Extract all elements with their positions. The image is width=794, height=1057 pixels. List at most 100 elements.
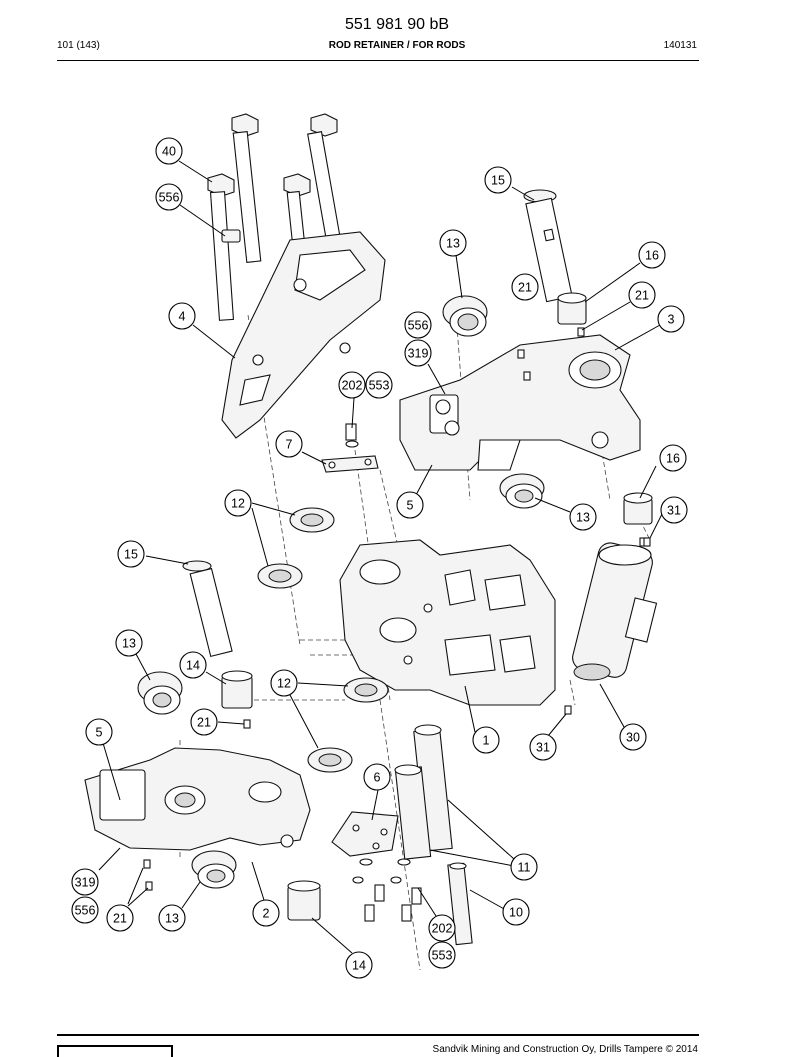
svg-text:40: 40 (162, 145, 176, 159)
svg-text:13: 13 (165, 912, 179, 926)
svg-text:556: 556 (408, 319, 429, 333)
callout-13: 13 (569, 503, 597, 531)
callout-553: 553 (365, 371, 393, 399)
middle-bushings-part-12 (307, 677, 389, 773)
lower-bearing-part-13 (191, 850, 237, 889)
svg-text:7: 7 (286, 438, 293, 452)
svg-text:10: 10 (509, 906, 523, 920)
svg-text:21: 21 (518, 281, 532, 295)
upper-bushing-part-16 (557, 292, 587, 325)
svg-text:13: 13 (576, 511, 590, 525)
rods-part-11-part-10 (394, 724, 473, 946)
svg-text:16: 16 (645, 249, 659, 263)
svg-text:15: 15 (124, 548, 138, 562)
bolt-set-40 (207, 113, 343, 321)
callout-1: 1 (472, 726, 500, 754)
callout-15: 15 (484, 166, 512, 194)
footer-rule (57, 1034, 699, 1036)
callout-21: 21 (106, 904, 134, 932)
callout-556: 556 (71, 896, 99, 924)
svg-text:553: 553 (369, 379, 390, 393)
svg-text:13: 13 (122, 637, 136, 651)
svg-text:15: 15 (491, 174, 505, 188)
svg-text:16: 16 (666, 452, 680, 466)
main-housing-part-1 (339, 539, 556, 706)
cylinder-part-30 (572, 537, 658, 681)
svg-text:21: 21 (197, 716, 211, 730)
link-plate-part-7 (321, 423, 379, 473)
callout-12: 12 (270, 669, 298, 697)
callout-14: 14 (179, 651, 207, 679)
svg-text:11: 11 (518, 861, 531, 875)
svg-text:6: 6 (374, 771, 381, 785)
company-logo (57, 1045, 173, 1057)
lower-bearing-part-13-upper (499, 473, 545, 509)
callout-30: 30 (619, 723, 647, 751)
callout-319: 319 (71, 868, 99, 896)
svg-text:13: 13 (446, 237, 460, 251)
callout-10: 10 (502, 898, 530, 926)
callout-21: 21 (190, 708, 218, 736)
svg-text:21: 21 (635, 289, 649, 303)
svg-text:319: 319 (75, 876, 96, 890)
callout-16: 16 (659, 444, 687, 472)
callout-bubbles: 40 556 4 15 13 21 16 21 3 556 319 202 55… (71, 137, 688, 979)
callout-40: 40 (155, 137, 183, 165)
callout-2: 2 (252, 899, 280, 927)
svg-text:12: 12 (277, 677, 291, 691)
callout-15: 15 (117, 540, 145, 568)
svg-text:1: 1 (483, 734, 490, 748)
exploded-parts-drawing: 40 556 4 15 13 21 16 21 3 556 319 202 55… (71, 113, 688, 979)
callout-4: 4 (168, 302, 196, 330)
bushing-part-16-lower (623, 492, 653, 525)
svg-text:30: 30 (626, 731, 640, 745)
header-rule (57, 60, 699, 61)
callout-7: 7 (275, 430, 303, 458)
svg-text:553: 553 (432, 949, 453, 963)
svg-text:2: 2 (263, 907, 270, 921)
retainer-plate-part-4 (221, 231, 386, 439)
svg-text:21: 21 (113, 912, 127, 926)
callout-31: 31 (529, 733, 557, 761)
lower-rod-holder-part-2 (84, 747, 311, 851)
callout-21: 21 (628, 281, 656, 309)
callout-319: 319 (404, 339, 432, 367)
svg-text:31: 31 (536, 741, 550, 755)
page-reference: 101 (143) (57, 40, 100, 51)
callout-5: 5 (396, 491, 424, 519)
callout-5: 5 (85, 718, 113, 746)
svg-text:31: 31 (667, 504, 681, 518)
svg-text:4: 4 (179, 310, 186, 324)
callout-556: 556 (155, 183, 183, 211)
callout-553: 553 (428, 941, 456, 969)
svg-text:556: 556 (159, 191, 180, 205)
callout-31: 31 (660, 496, 688, 524)
callout-13: 13 (439, 229, 467, 257)
upper-bushings-part-12 (257, 507, 335, 589)
left-bushing-part-14 (221, 670, 253, 709)
svg-text:556: 556 (75, 904, 96, 918)
lower-bushing-part-14 (287, 880, 321, 921)
callout-13: 13 (158, 904, 186, 932)
svg-text:14: 14 (186, 659, 200, 673)
callout-202: 202 (338, 371, 366, 399)
page-title: ROD RETAINER / FOR RODS (328, 40, 466, 51)
callout-3: 3 (657, 305, 685, 333)
svg-text:5: 5 (96, 726, 103, 740)
svg-text:12: 12 (231, 497, 245, 511)
date-code: 140131 (663, 40, 697, 51)
svg-text:3: 3 (668, 313, 675, 327)
callout-556: 556 (404, 311, 432, 339)
svg-text:5: 5 (407, 499, 414, 513)
svg-text:14: 14 (352, 959, 366, 973)
svg-text:202: 202 (342, 379, 363, 393)
upper-rod-holder-part-3 (399, 334, 641, 471)
callout-6: 6 (363, 763, 391, 791)
callout-202: 202 (428, 914, 456, 942)
copyright-text: Sandvik Mining and Construction Oy, Dril… (432, 1044, 698, 1055)
svg-text:202: 202 (432, 922, 453, 936)
document-number: 551 981 90 bB (344, 16, 450, 33)
bracket-part-6 (331, 811, 422, 922)
left-pin-part-15 (182, 560, 233, 658)
callout-11: 11 (510, 853, 538, 881)
